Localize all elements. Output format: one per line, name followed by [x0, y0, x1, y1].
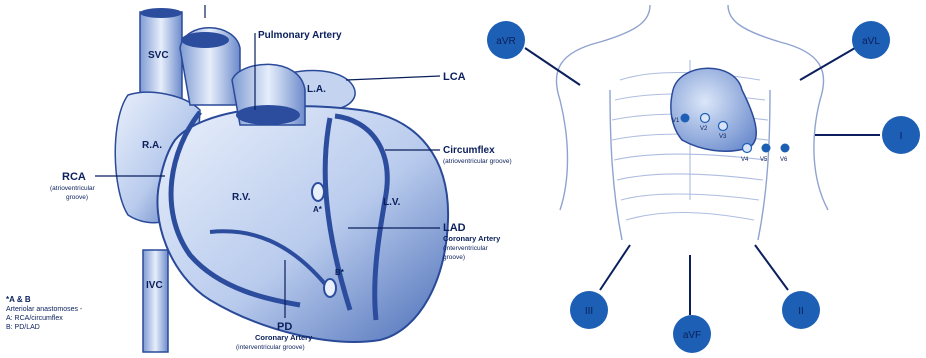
label-circumflex: Circumflex — [443, 145, 495, 156]
label-pd-sub1: Coronary Artery — [255, 333, 313, 342]
lead-avf: aVF — [673, 315, 711, 353]
label-a-marker: A* — [313, 205, 323, 214]
label-lca: LCA — [443, 71, 466, 83]
anastomosis-a-mark — [312, 183, 324, 201]
ventricles — [157, 106, 448, 342]
label-rv: R.V. — [232, 192, 251, 203]
label-lad-sub1: Coronary Artery — [443, 234, 501, 243]
label-lad: LAD — [443, 222, 466, 234]
label-rca-sub1: (atrioventricular — [50, 185, 96, 192]
label-lad-sub2: (interventricular — [443, 245, 489, 252]
label-svc: SVC — [148, 50, 169, 61]
lead-avr: aVR — [487, 21, 525, 59]
lead-ii: II — [782, 291, 820, 329]
label-v5: V5 — [760, 157, 768, 163]
label-lv: L.V. — [383, 197, 401, 208]
note-line3: B: PD/LAD — [6, 324, 40, 331]
label-v4: V4 — [741, 157, 749, 163]
label-pd-sub2: (interventricular groove) — [236, 344, 305, 351]
label-la: L.A. — [307, 84, 326, 95]
label-circumflex-sub: (atrioventricular groove) — [443, 158, 512, 165]
ecg-lead-diagram: V1 V2 V3 V4 V5 V6 aVR aVL I — [487, 5, 920, 353]
lead-avl-label: aVL — [862, 36, 880, 47]
label-rca-sub2: groove) — [66, 194, 88, 201]
note-line2: A: RCA/circumflex — [6, 315, 63, 322]
electrode-v3 — [719, 122, 728, 131]
lead-iii: III — [570, 291, 608, 329]
electrode-v1 — [681, 114, 690, 123]
lead-avr-label: aVR — [496, 36, 515, 47]
heart-diagram: SVC R.A. L.A. R.V. L.V. IVC Pulmonary Ar… — [6, 5, 512, 352]
ivc-vessel — [143, 250, 168, 352]
label-v6: V6 — [780, 157, 788, 163]
ecg-heart — [671, 68, 756, 151]
label-v2: V2 — [700, 126, 708, 132]
lead-iii-label: III — [585, 306, 593, 317]
label-pulmonary-artery: Pulmonary Artery — [258, 30, 342, 41]
label-v1: V1 — [672, 118, 680, 124]
note-title: *A & B — [6, 295, 31, 304]
electrode-v5 — [762, 144, 771, 153]
label-ivc: IVC — [146, 280, 163, 291]
label-pd: PD — [277, 321, 292, 333]
label-lad-sub3: groove) — [443, 254, 465, 261]
label-v3: V3 — [719, 134, 727, 140]
label-rca: RCA — [62, 171, 86, 183]
lead-i-label: I — [900, 131, 903, 142]
lead-avf-label: aVF — [683, 330, 701, 341]
electrode-v4 — [743, 144, 752, 153]
label-b-marker: B* — [335, 268, 345, 277]
label-ra: R.A. — [142, 140, 162, 151]
anastomosis-b-mark — [324, 279, 336, 297]
electrode-v6 — [781, 144, 790, 153]
note-line1: Arteriolar anastomoses - — [6, 306, 83, 313]
electrode-v2 — [701, 114, 710, 123]
lead-avl: aVL — [852, 21, 890, 59]
lead-i: I — [882, 116, 920, 154]
lead-ii-label: II — [798, 306, 804, 317]
